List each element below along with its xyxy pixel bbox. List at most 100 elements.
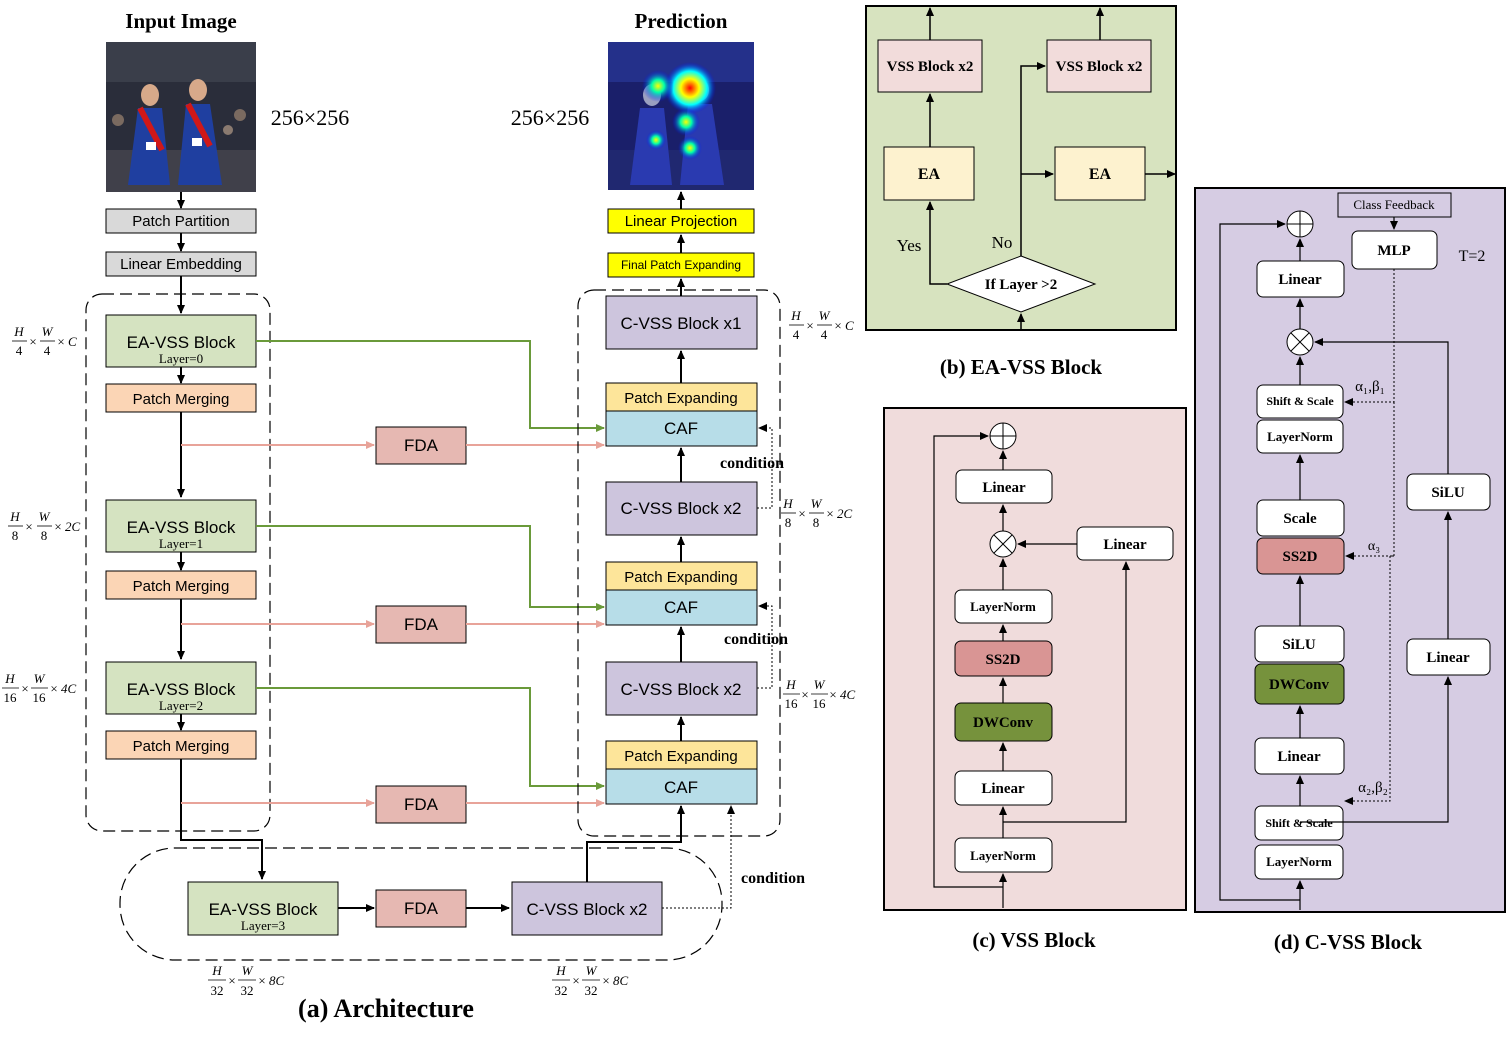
svg-text:4: 4 [793, 327, 800, 342]
shift-scale-label: Shift & Scale [1265, 816, 1333, 830]
prediction-image [608, 42, 754, 190]
svg-text:16: 16 [813, 696, 827, 711]
svg-text:×: × [834, 318, 841, 333]
patch-expanding-label: Patch Expanding [624, 390, 737, 407]
ea-vss-block-layer2: EA-VSS Block Layer=2 [105, 661, 257, 715]
vss-layernorm-bottom: LayerNorm [954, 837, 1053, 873]
svg-text:H: H [13, 324, 24, 339]
add-icon [989, 422, 1017, 450]
svg-text:×: × [29, 334, 36, 349]
fda-label: FDA [404, 795, 439, 814]
svg-text:8C: 8C [269, 973, 285, 988]
cvss-block-x2-a: C-VSS Block x2 [605, 481, 758, 536]
cvss-silu-center: SiLU [1254, 625, 1345, 663]
cvss-block-x1: C-VSS Block x1 [605, 295, 758, 350]
svg-text:×: × [258, 973, 265, 988]
cvss-shift-scale-bottom: Shift & Scale [1254, 805, 1344, 841]
svg-text:2C: 2C [837, 506, 853, 521]
cvss-x2-label: C-VSS Block x2 [621, 680, 742, 699]
svg-text:C: C [68, 334, 77, 349]
cvss-caption: (d) C-VSS Block [1274, 930, 1423, 954]
final-patch-expanding-box: Final Patch Expanding [607, 252, 755, 278]
fda-label: FDA [404, 436, 439, 455]
linear-embedding-box: Linear Embedding [105, 251, 257, 277]
input-size-label: 256×256 [271, 105, 349, 130]
svg-text:×: × [806, 318, 813, 333]
cvss-block-x2-bottleneck: C-VSS Block x2 [511, 881, 663, 936]
svg-text:16: 16 [33, 690, 47, 705]
dim-label-h8: H 8 × W 8 × 2C [8, 509, 81, 543]
svg-text:×: × [826, 506, 833, 521]
input-image-title: Input Image [125, 9, 236, 33]
multiply-icon [989, 530, 1017, 558]
vss-layernorm-top: LayerNorm [954, 589, 1053, 624]
svg-text:W: W [34, 671, 46, 686]
ea-box-left: EA [883, 146, 975, 201]
svg-text:W: W [819, 308, 831, 323]
vss-block-x2-label: VSS Block x2 [1056, 59, 1143, 75]
layer-condition-diamond: If Layer >2 [945, 255, 1097, 313]
dim-label-h32-right: H 32 × W 32 × 8C [552, 963, 629, 998]
ea-vss-block-layer1: EA-VSS Block Layer=1 [105, 499, 257, 553]
prediction-title: Prediction [635, 9, 728, 33]
caf-label: CAF [664, 598, 698, 617]
linear-embedding-label: Linear Embedding [120, 256, 242, 273]
svg-text:×: × [50, 681, 57, 696]
svg-text:W: W [242, 963, 254, 978]
patch-expanding-box-1: Patch Expanding [605, 382, 758, 412]
svg-text:×: × [228, 973, 235, 988]
svg-text:W: W [39, 509, 51, 524]
diamond-label: If Layer >2 [985, 277, 1057, 293]
svg-text:×: × [21, 681, 28, 696]
alpha2-beta2-label: α₂,β₂ [1358, 780, 1388, 796]
patch-merging-box-1: Patch Merging [105, 383, 257, 413]
output-size-label: 256×256 [511, 105, 589, 130]
cvss-x2-label: C-VSS Block x2 [621, 499, 742, 518]
class-feedback-label: Class Feedback [1353, 197, 1435, 212]
fda-box-1: FDA [375, 426, 467, 465]
layer-label: Layer=2 [159, 698, 203, 713]
panel-d-cvss-block: Class Feedback MLP T=2 Linear Shift & Sc… [1194, 187, 1506, 954]
caf-label: CAF [664, 778, 698, 797]
svg-text:W: W [814, 677, 826, 692]
layernorm-label: LayerNorm [970, 599, 1036, 614]
ea-label: EA [918, 166, 941, 183]
svg-text:W: W [42, 324, 54, 339]
ea-vss-label: EA-VSS Block [127, 680, 236, 699]
caf-box-3: CAF [605, 768, 758, 805]
svg-text:8: 8 [785, 515, 792, 530]
linear-projection-box: Linear Projection [607, 208, 755, 234]
fda-label: FDA [404, 899, 439, 918]
dim-label-dec-h16: H 16 × W 16 × 4C [783, 677, 856, 711]
svg-text:32: 32 [585, 983, 598, 998]
svg-text:W: W [586, 963, 598, 978]
cvss-layernorm-bottom: LayerNorm [1254, 844, 1344, 880]
svg-text:H: H [790, 308, 801, 323]
patch-merging-box-2: Patch Merging [105, 570, 257, 600]
svg-text:×: × [829, 687, 836, 702]
svg-text:H: H [4, 671, 15, 686]
vss-linear-bottom: Linear [954, 770, 1053, 806]
caf-box-2: CAF [605, 589, 758, 626]
linear-label: Linear [1277, 749, 1321, 765]
ea-vss-label: EA-VSS Block [127, 333, 236, 352]
cvss-linear-right: Linear [1406, 638, 1491, 676]
cvss-layernorm-top: LayerNorm [1256, 419, 1344, 454]
ea-vss-block-layer3: EA-VSS Block Layer=3 [187, 881, 339, 936]
svg-text:8C: 8C [613, 973, 629, 988]
svg-text:×: × [801, 687, 808, 702]
patch-merging-box-3: Patch Merging [105, 730, 257, 760]
shift-scale-label: Shift & Scale [1266, 394, 1334, 408]
layernorm-label: LayerNorm [970, 848, 1036, 863]
ea-box-right: EA [1054, 146, 1146, 201]
cvss-linear-bottom: Linear [1254, 737, 1345, 775]
svg-text:W: W [811, 496, 823, 511]
ea-vss-caption: (b) EA-VSS Block [940, 355, 1103, 379]
class-feedback-box: Class Feedback [1337, 192, 1452, 218]
svg-text:16: 16 [785, 696, 799, 711]
cvss-dwconv: DWConv [1254, 663, 1345, 705]
patch-merging-label: Patch Merging [133, 391, 230, 408]
silu-label: SiLU [1431, 485, 1465, 501]
linear-label: Linear [1426, 650, 1470, 666]
